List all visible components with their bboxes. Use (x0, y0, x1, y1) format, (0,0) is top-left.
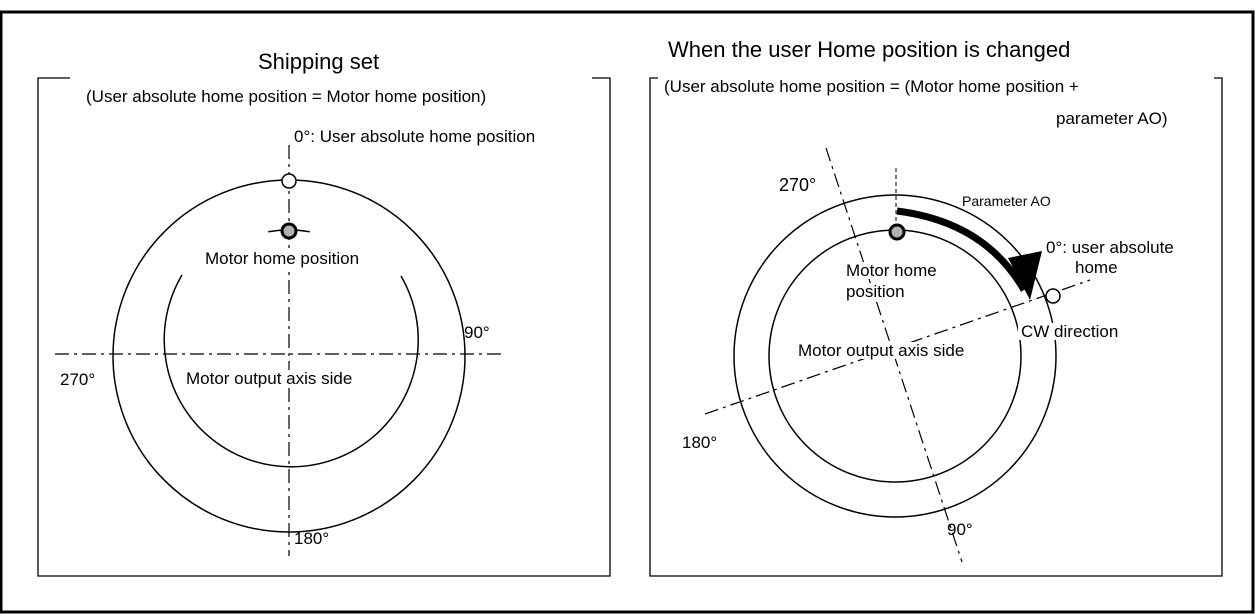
parameter-ao-arrow (896, 207, 1028, 292)
right-center-label: Motor output axis side (795, 342, 968, 359)
left-deg-90: 90° (464, 323, 490, 342)
left-motor-home-marker (280, 222, 298, 240)
left-panel-frame (37, 77, 611, 577)
right-panel-title: When the user Home position is changed (662, 39, 1077, 61)
right-outer-circle (733, 194, 1057, 518)
left-deg-180: 180° (294, 529, 330, 548)
left-diagram (55, 145, 502, 556)
right-user-home-label-line1: 0°: user absolute (1046, 238, 1174, 257)
right-tilted-horizontal-axis (704, 279, 1091, 415)
left-user-home-marker (281, 173, 297, 189)
left-panel-title: Shipping set (252, 51, 386, 73)
left-deg-270: 270° (60, 370, 96, 389)
right-deg-90: 90° (947, 520, 973, 539)
right-panel-frame (649, 77, 1223, 577)
right-deg-270: 270° (779, 175, 817, 195)
right-panel-subtitle-line2: parameter AO) (1052, 110, 1172, 127)
parameter-ao-arrowhead (1008, 251, 1042, 300)
right-panel-subtitle-line1: (User absolute home position = (Motor ho… (660, 78, 1083, 95)
left-user-home-label: 0°: User absolute home position (294, 127, 536, 146)
left-center-label: Motor output axis side (183, 370, 356, 387)
right-motor-home-line2: position (843, 283, 908, 300)
right-user-home-marker (1045, 288, 1061, 304)
right-motor-home-marker (888, 223, 906, 241)
right-user-home-label-line2: home (1075, 258, 1118, 277)
parameter-ao-label: Parameter AO (962, 193, 1051, 209)
outer-frame (0, 10, 1255, 614)
cw-direction-label: CW direction (1018, 323, 1122, 340)
right-motor-home-line1: Motor home (843, 262, 940, 279)
right-deg-180: 180° (682, 433, 718, 452)
left-motor-home-label: Motor home position (202, 250, 363, 267)
left-panel-subtitle: (User absolute home position = Motor hom… (82, 88, 491, 105)
